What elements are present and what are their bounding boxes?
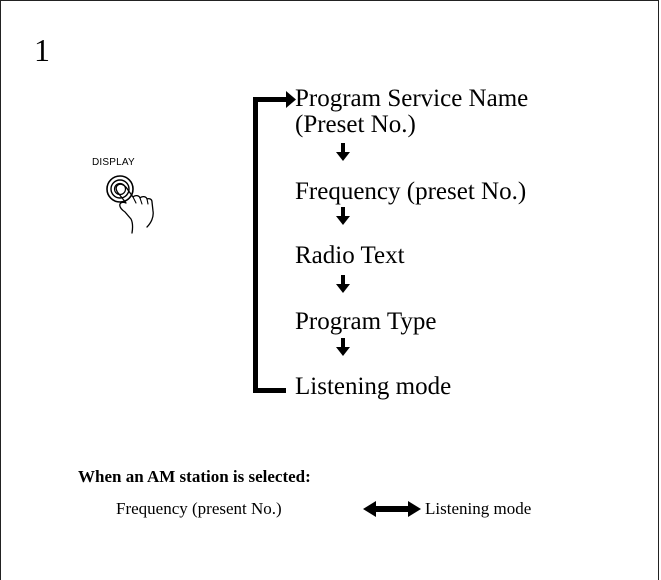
am-station-heading: When an AM station is selected: [78,467,311,486]
down-arrow-icon [336,207,350,225]
flow-item-program-type: Program Type [295,308,437,335]
step-number: 1 [34,32,50,68]
display-button-label: DISPLAY [92,157,135,168]
flow-bracket [253,91,350,393]
down-arrow-icon [336,275,350,293]
flow-item-listening-mode: Listening mode [295,373,452,400]
am-frequency-label: Frequency (present No.) [116,499,282,518]
down-arrow-icon [336,338,350,356]
am-listening-mode-label: Listening mode [425,499,532,518]
flow-item-program-service-name: Program Service Name [295,85,529,112]
down-arrow-icon [336,143,350,161]
hand-pressing-button-icon [106,175,154,234]
flow-item-preset-no: (Preset No.) [295,111,416,138]
flow-item-frequency: Frequency (preset No.) [295,178,527,205]
flow-item-radio-text: Radio Text [295,242,405,269]
double-arrow-icon [363,501,421,517]
